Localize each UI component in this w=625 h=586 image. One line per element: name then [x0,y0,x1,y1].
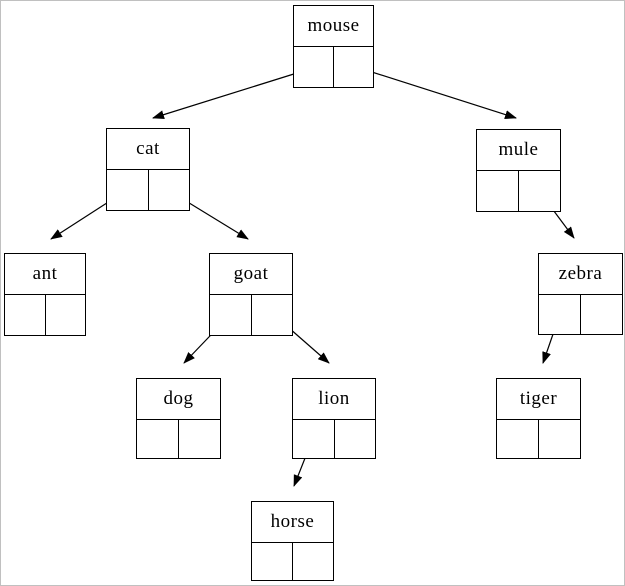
node-pointer-row-zebra [539,295,622,334]
node-pointer-row-cat [107,170,189,210]
right-pointer-cell-tiger [539,420,580,458]
node-lion: lion [292,378,376,459]
right-pointer-cell-goat [252,295,293,335]
left-pointer-cell-tiger [497,420,539,458]
left-pointer-cell-cat [107,170,149,210]
left-pointer-cell-horse [252,543,293,580]
node-dog: dog [136,378,221,459]
node-label-tiger: tiger [497,379,580,420]
node-label-mule: mule [477,130,560,171]
left-pointer-cell-dog [137,420,179,458]
left-pointer-cell-lion [293,420,335,458]
right-pointer-cell-mouse [334,47,373,87]
node-label-goat: goat [210,254,292,295]
node-label-cat: cat [107,129,189,170]
left-pointer-cell-mule [477,171,519,211]
left-pointer-cell-mouse [294,47,334,87]
left-pointer-cell-zebra [539,295,581,334]
node-horse: horse [251,501,334,581]
node-label-horse: horse [252,502,333,543]
right-pointer-cell-zebra [581,295,622,334]
node-pointer-row-tiger [497,420,580,458]
edge-mouse-right-to-mule [352,65,517,119]
node-pointer-row-horse [252,543,333,580]
node-tiger: tiger [496,378,581,459]
right-pointer-cell-lion [335,420,376,458]
right-pointer-cell-ant [46,295,86,335]
node-pointer-row-mouse [294,47,373,87]
node-label-dog: dog [137,379,220,420]
left-pointer-cell-goat [210,295,252,335]
node-pointer-row-ant [5,295,85,335]
right-pointer-cell-mule [519,171,560,211]
left-pointer-cell-ant [5,295,46,335]
right-pointer-cell-dog [179,420,220,458]
node-label-ant: ant [5,254,85,295]
node-label-lion: lion [293,379,375,420]
node-mouse: mouse [293,5,374,88]
node-pointer-row-lion [293,420,375,458]
node-goat: goat [209,253,293,336]
node-mule: mule [476,129,561,212]
right-pointer-cell-cat [149,170,190,210]
node-zebra: zebra [538,253,623,335]
node-pointer-row-dog [137,420,220,458]
node-label-mouse: mouse [294,6,373,47]
node-pointer-row-goat [210,295,292,335]
right-pointer-cell-horse [293,543,333,580]
node-label-zebra: zebra [539,254,622,295]
edge-mouse-left-to-cat [152,67,314,120]
node-cat: cat [106,128,190,211]
node-pointer-row-mule [477,171,560,211]
node-ant: ant [4,253,86,336]
